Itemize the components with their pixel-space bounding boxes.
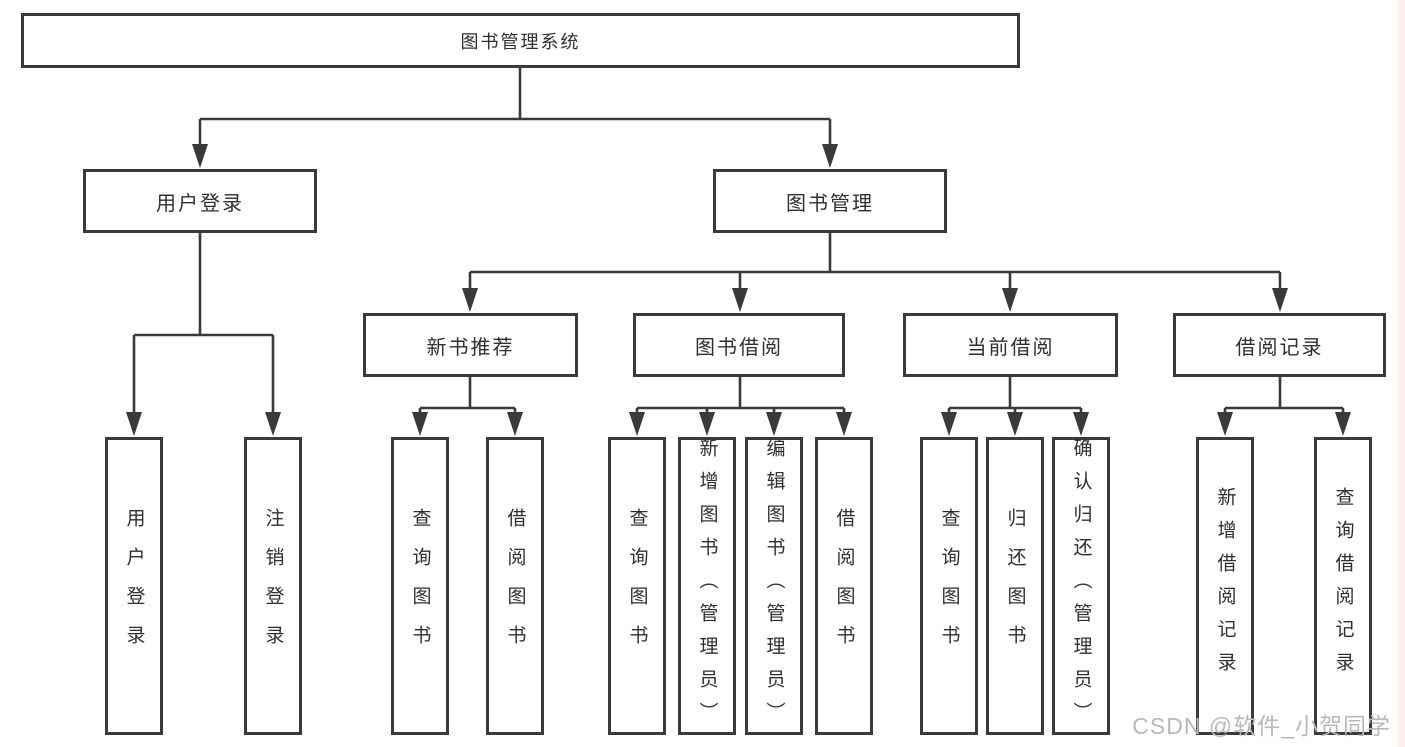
arrowhead-icon: [1002, 288, 1018, 312]
node-label: 查询借阅记录: [1332, 487, 1354, 685]
arrowhead-icon: [732, 288, 748, 312]
node-label: 查询图书: [409, 508, 431, 664]
leaf-add-borrow-record: 新增借阅记录: [1196, 437, 1254, 735]
node-label: 用户登录: [156, 192, 244, 215]
node-current-borrow: 当前借阅: [903, 313, 1118, 377]
node-label: 编辑图书（管理员）: [763, 437, 785, 735]
node-borrow-record: 借阅记录: [1173, 313, 1386, 377]
leaf-user-login: 用户登录: [105, 437, 163, 735]
arrowhead-icon: [507, 412, 523, 436]
node-label: 图书借阅: [695, 336, 783, 359]
node-label: 借阅记录: [1235, 336, 1324, 359]
arrowhead-icon: [412, 412, 428, 436]
arrowhead-icon: [629, 412, 645, 436]
leaf-query-borrow-record: 查询借阅记录: [1314, 437, 1372, 735]
node-label: 图书管理: [786, 192, 874, 215]
arrowhead-icon: [1007, 412, 1023, 436]
arrowhead-icon: [1073, 412, 1089, 436]
node-label: 图书管理系统: [460, 31, 581, 52]
arrowhead-icon: [1272, 288, 1288, 312]
arrowhead-icon: [192, 144, 208, 168]
arrowhead-icon: [836, 412, 852, 436]
arrowhead-icon: [822, 144, 838, 168]
node-label: 查询图书: [626, 508, 648, 664]
node-label: 新增借阅记录: [1214, 487, 1236, 685]
node-book-management-branch: 图书管理: [713, 169, 947, 233]
right-edge-strip: [1398, 0, 1405, 747]
leaf-current-query-book: 查询图书: [920, 437, 978, 735]
node-label: 查询图书: [938, 508, 960, 664]
node-label: 借阅图书: [504, 508, 526, 664]
node-label: 注销登录: [262, 508, 284, 664]
leaf-add-book-admin: 新增图书（管理员）: [678, 437, 736, 735]
node-user-login-branch: 用户登录: [83, 169, 317, 233]
node-label: 用户登录: [123, 508, 145, 664]
leaf-recommend-borrow-book: 借阅图书: [486, 437, 544, 735]
arrowhead-icon: [766, 412, 782, 436]
arrowhead-icon: [941, 412, 957, 436]
node-label: 确认归还（管理员）: [1070, 437, 1092, 735]
arrowhead-icon: [462, 288, 478, 312]
leaf-borrow-book: 借阅图书: [815, 437, 873, 735]
node-label: 新书推荐: [426, 336, 515, 359]
arrowhead-icon: [265, 412, 281, 436]
csdn-watermark: CSDN @软件_小贺同学: [1132, 713, 1391, 739]
node-label: 当前借阅: [966, 336, 1055, 359]
leaf-confirm-return-admin: 确认归还（管理员）: [1052, 437, 1110, 735]
node-label: 归还图书: [1004, 508, 1026, 664]
node-label: 借阅图书: [833, 508, 855, 664]
leaf-recommend-query-book: 查询图书: [391, 437, 449, 735]
leaf-edit-book-admin: 编辑图书（管理员）: [745, 437, 803, 735]
leaf-logout: 注销登录: [244, 437, 302, 735]
arrowhead-icon: [699, 412, 715, 436]
node-new-book-recommend: 新书推荐: [363, 313, 578, 377]
node-label: 新增图书（管理员）: [696, 437, 718, 735]
node-book-borrow: 图书借阅: [633, 313, 845, 377]
node-root-library-system: 图书管理系统: [21, 13, 1020, 68]
leaf-return-book: 归还图书: [986, 437, 1044, 735]
arrowhead-icon: [126, 412, 142, 436]
arrowhead-icon: [1217, 412, 1233, 436]
arrowhead-icon: [1335, 412, 1351, 436]
leaf-borrow-query-book: 查询图书: [608, 437, 666, 735]
